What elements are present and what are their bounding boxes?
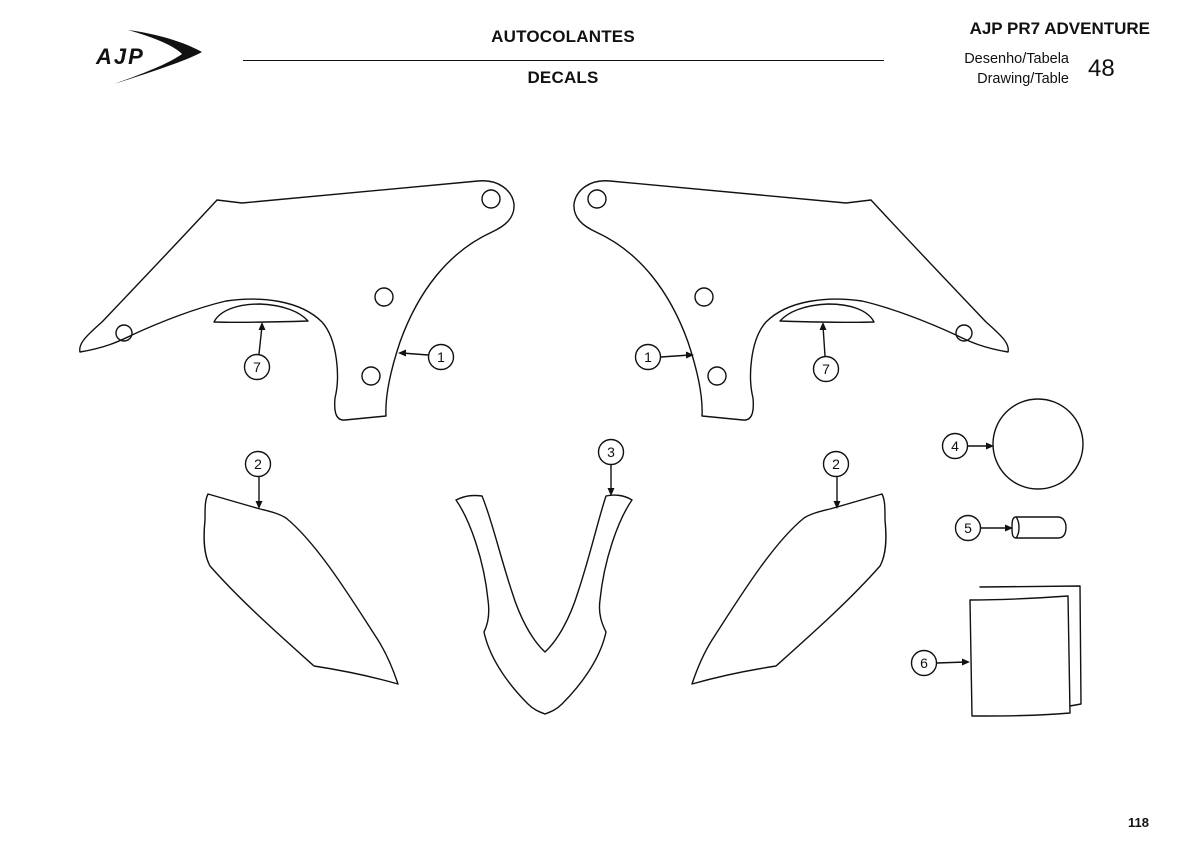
callout-7-right: 7 <box>812 322 840 383</box>
part-1-right-shroud-decal <box>573 180 1009 421</box>
drawing-label-en: Drawing/Table <box>977 71 1069 87</box>
callout-5: 5 <box>954 514 1013 542</box>
page-number: 118 <box>1128 815 1149 830</box>
title-divider <box>243 60 884 61</box>
drawing-number: 48 <box>1088 55 1115 82</box>
svg-text:2: 2 <box>832 456 840 472</box>
logo-text: AJP <box>95 44 145 69</box>
part-4-round-decal <box>992 398 1084 490</box>
logo-swoosh-icon <box>114 30 202 84</box>
ajp-logo: AJP <box>95 30 202 84</box>
drawing-label-pt: Desenho/Tabela <box>964 51 1069 67</box>
page-subtitle: DECALS <box>527 68 599 87</box>
page-title: AUTOCOLANTES <box>491 27 635 46</box>
part-7-left-vent-decal <box>213 303 309 324</box>
svg-text:7: 7 <box>253 359 261 375</box>
svg-text:1: 1 <box>437 349 445 365</box>
callout-1-left: 1 <box>398 343 455 371</box>
callout-4: 4 <box>941 432 994 460</box>
svg-text:5: 5 <box>964 520 972 536</box>
part-3-front-decal <box>455 494 633 715</box>
callout-2-right: 2 <box>822 450 850 509</box>
svg-text:6: 6 <box>920 655 928 671</box>
callout-7-left: 7 <box>243 322 271 381</box>
part-5-small-decal <box>1011 516 1067 539</box>
part-1-left-shroud-decal <box>79 180 515 421</box>
callout-2-left: 2 <box>244 450 272 509</box>
svg-text:4: 4 <box>951 438 959 454</box>
part-7-right-vent-decal <box>779 303 875 324</box>
svg-text:1: 1 <box>644 349 652 365</box>
callout-1-right: 1 <box>634 343 694 371</box>
part-2-right-side-decal <box>691 493 887 685</box>
svg-text:7: 7 <box>822 361 830 377</box>
svg-text:3: 3 <box>607 444 615 460</box>
callout-3: 3 <box>597 438 625 496</box>
part-2-left-side-decal <box>203 493 399 685</box>
svg-text:2: 2 <box>254 456 262 472</box>
callout-6: 6 <box>910 649 970 677</box>
model-name: AJP PR7 ADVENTURE <box>969 19 1150 38</box>
part-6-decal-sheets <box>969 585 1082 717</box>
